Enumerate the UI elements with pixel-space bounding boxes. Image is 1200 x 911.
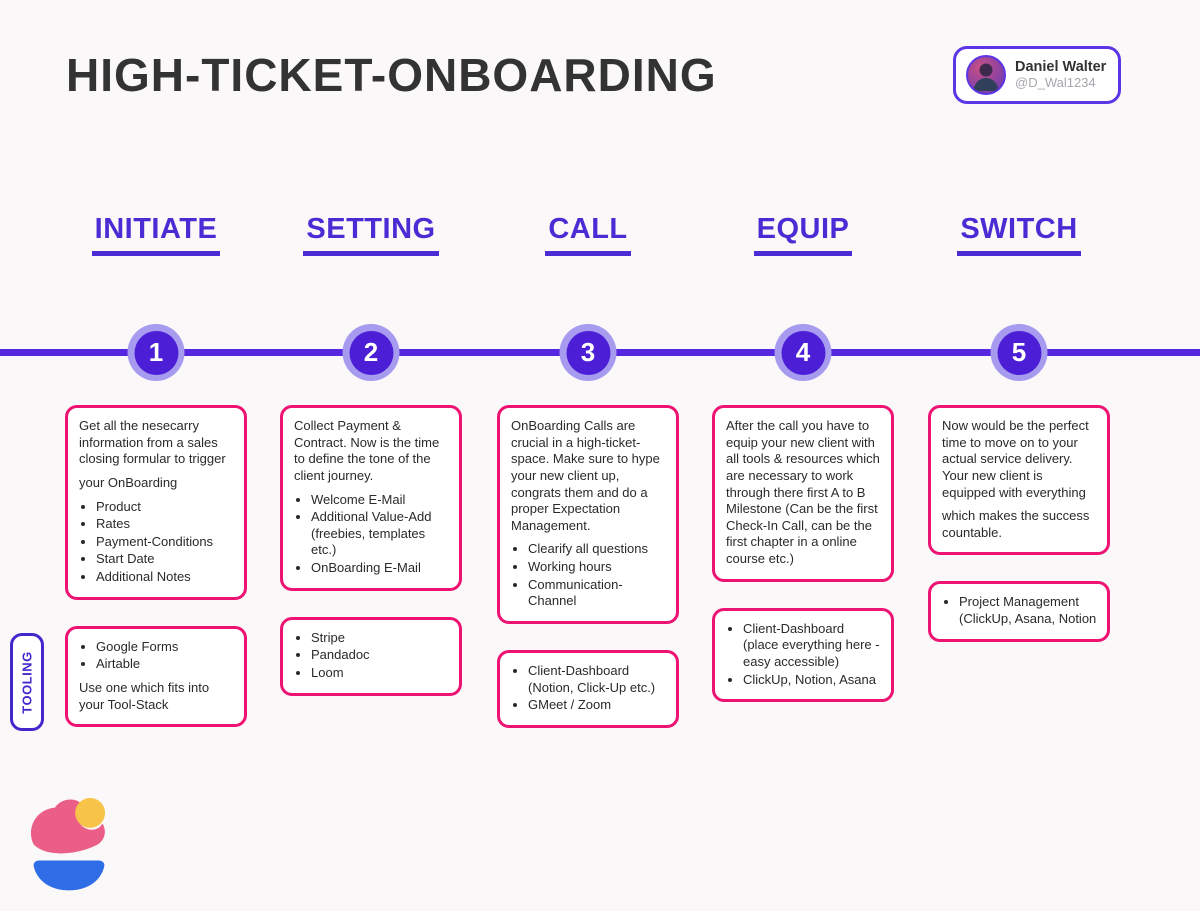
card-bullet: OnBoarding E-Mail [311, 560, 449, 577]
step-number-badge: 3 [559, 324, 617, 381]
step-main-card: Collect Payment & Contract. Now is the t… [280, 405, 462, 591]
step-header-equip: EQUIP [753, 213, 853, 256]
card-bullet: Rates [96, 516, 234, 533]
step-number: 1 [134, 330, 178, 375]
step-column-setting: SETTING 2 Collect Payment & Contract. No… [280, 0, 462, 911]
card-bullet: Stripe [311, 630, 449, 647]
avatar [966, 55, 1006, 95]
profile-name: Daniel Walter [1015, 59, 1107, 76]
card-bullet: Client-Dashboard (Notion, Click-Up etc.) [528, 663, 666, 696]
step-tooling-card: Client-Dashboard (Notion, Click-Up etc.)… [497, 649, 679, 728]
card-paragraph: Now would be the perfect time to move on… [942, 418, 1089, 500]
logo-pink-blob [31, 799, 105, 854]
card-bullet: Project Management (ClickUp, Asana, Noti… [959, 594, 1097, 627]
card-bullet-list: ProductRatesPayment-ConditionsStart Date… [79, 499, 234, 586]
step-header-initiate: INITIATE [91, 213, 221, 256]
step-header-call: CALL [545, 213, 631, 256]
card-bullet: Additional Value-Add (freebies, template… [311, 509, 449, 559]
card-bullet: Additional Notes [96, 569, 234, 586]
card-bullet: ClickUp, Notion, Asana [743, 672, 881, 689]
card-bullet: Clearify all questions [528, 541, 666, 558]
page-title: HIGH-TICKET-ONBOARDING [66, 49, 717, 101]
card-bullet: Communication-Channel [528, 577, 666, 610]
card-bullet-list: StripePandadocLoom [294, 630, 449, 682]
step-tooling-card: StripePandadocLoom [280, 616, 462, 696]
card-paragraph: After the call you have to equip your ne… [726, 418, 880, 566]
card-note: Use one which fits into your Tool-Stack [79, 679, 210, 712]
card-bullet: Airtable [96, 656, 234, 673]
step-main-card: Now would be the perfect time to move on… [928, 405, 1110, 556]
step-number: 2 [349, 330, 393, 375]
step-tooling-card: Project Management (ClickUp, Asana, Noti… [928, 581, 1110, 642]
logo-blue-bowl [33, 860, 105, 891]
step-number: 4 [781, 330, 825, 375]
card-paragraph: which makes the success countable. [942, 508, 1090, 540]
step-column-call: CALL 3 OnBoarding Calls are crucial in a… [497, 0, 679, 911]
card-bullet-list: Project Management (ClickUp, Asana, Noti… [942, 594, 1097, 627]
step-main-card: Get all the nesecarry information from a… [65, 405, 247, 600]
card-paragraph: your OnBoarding [79, 474, 178, 490]
step-tooling-card: Google FormsAirtableUse one which fits i… [65, 625, 247, 728]
step-column-switch: SWITCH 5 Now would be the perfect time t… [928, 0, 1110, 911]
step-number-badge: 4 [774, 324, 832, 381]
card-bullet-list: Clearify all questionsWorking hoursCommu… [511, 541, 666, 610]
step-column-initiate: INITIATE 1 Get all the nesecarry informa… [65, 0, 247, 911]
card-bullet: Working hours [528, 559, 666, 576]
card-bullet: Start Date [96, 551, 234, 568]
card-bullet: Loom [311, 665, 449, 682]
card-bullet-list: Client-Dashboard (place everything here … [726, 621, 881, 689]
step-number: 3 [566, 330, 610, 375]
card-bullet-list: Welcome E-MailAdditional Value-Add (free… [294, 492, 449, 577]
card-bullet-list: Client-Dashboard (Notion, Click-Up etc.)… [511, 663, 666, 714]
step-header-setting: SETTING [303, 213, 439, 256]
card-bullet: GMeet / Zoom [528, 697, 666, 714]
cupcake-logo-icon [31, 798, 106, 891]
step-tooling-card: Client-Dashboard (place everything here … [712, 607, 894, 703]
card-paragraph: Collect Payment & Contract. Now is the t… [294, 418, 440, 483]
person-avatar-icon [973, 63, 999, 91]
tooling-row-label: TOOLING [10, 633, 44, 731]
step-number-badge: 1 [127, 324, 185, 381]
card-bullet-list: Google FormsAirtable [79, 639, 234, 673]
card-bullet: Payment-Conditions [96, 534, 234, 551]
tooling-label-text: TOOLING [19, 650, 35, 714]
profile-handle: @D_Wal1234 [1015, 74, 1096, 90]
card-bullet: Product [96, 499, 234, 516]
card-bullet: Google Forms [96, 639, 234, 656]
step-number: 5 [997, 330, 1041, 375]
card-paragraph: Get all the nesecarry information from a… [79, 418, 226, 467]
logo-yellow-circle [75, 798, 106, 828]
step-header-switch: SWITCH [957, 213, 1081, 256]
card-bullet: Client-Dashboard (place everything here … [743, 621, 881, 671]
card-bullet: Welcome E-Mail [311, 492, 449, 509]
card-paragraph: OnBoarding Calls are crucial in a high-t… [511, 418, 660, 533]
step-main-card: OnBoarding Calls are crucial in a high-t… [497, 405, 679, 624]
step-number-badge: 2 [342, 324, 400, 381]
step-column-equip: EQUIP 4 After the call you have to equip… [712, 0, 894, 911]
author-profile-card[interactable]: Daniel Walter @D_Wal1234 [953, 46, 1121, 104]
step-number-badge: 5 [990, 324, 1048, 381]
card-bullet: Pandadoc [311, 647, 449, 664]
step-main-card: After the call you have to equip your ne… [712, 405, 894, 582]
